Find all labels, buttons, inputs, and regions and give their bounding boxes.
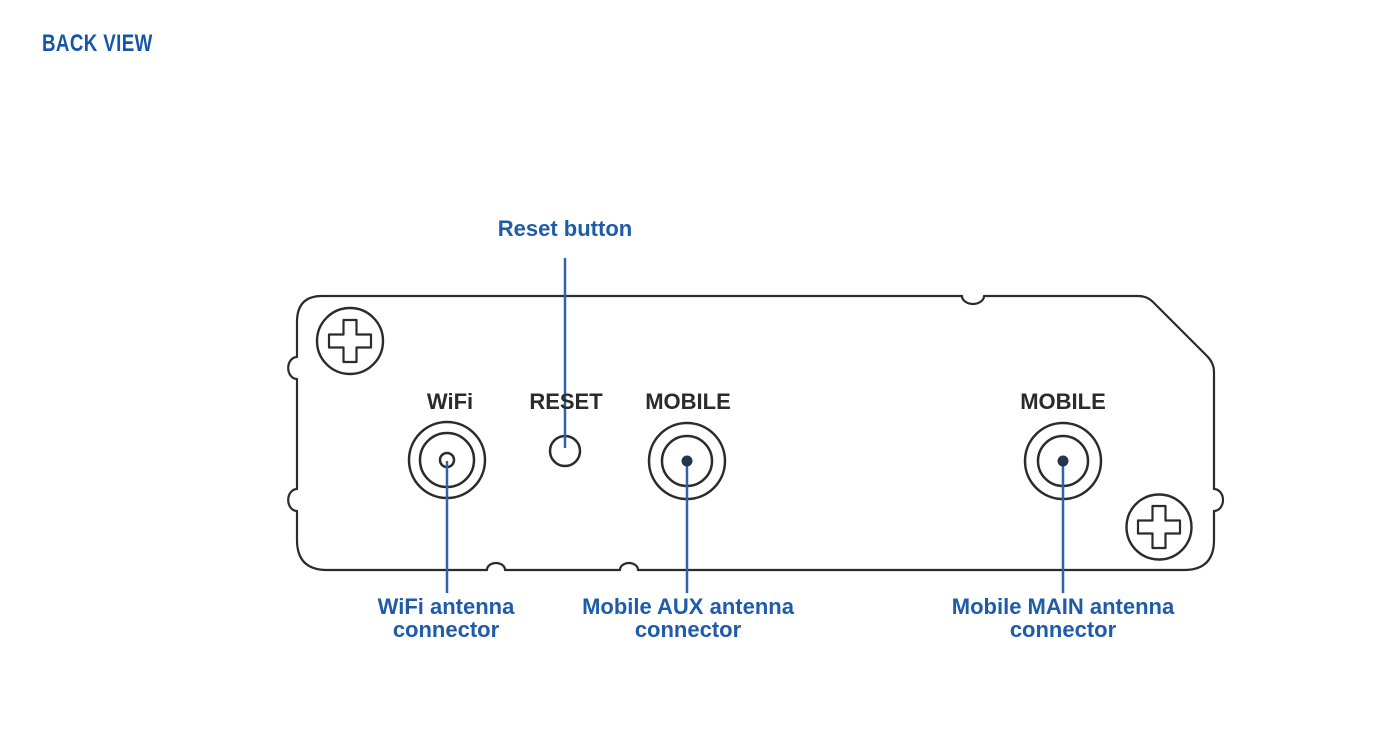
- callout-line: connector: [634, 617, 742, 642]
- page-title: BACK VIEW: [42, 30, 153, 57]
- callout-line: Mobile AUX antenna: [582, 594, 794, 619]
- callout-line: Mobile MAIN antenna: [951, 594, 1175, 619]
- reset-button-callout: Reset button: [497, 216, 633, 241]
- panel-label-mobile-aux: MOBILE: [645, 389, 731, 414]
- mobile-aux-antenna-connector-callout: Mobile AUX antenna connector: [582, 595, 794, 641]
- panel-label-mobile-main: MOBILE: [1020, 389, 1106, 414]
- callout-line: connector: [1009, 617, 1117, 642]
- panel-label-wifi: WiFi: [426, 389, 474, 414]
- callout-line: connector: [392, 617, 500, 642]
- panel-label-reset: RESET: [529, 389, 603, 414]
- wifi-antenna-connector-callout: WiFi antenna connector: [378, 595, 515, 641]
- phillips-screw-icon: [315, 306, 385, 376]
- callout-line: WiFi antenna: [377, 594, 515, 619]
- connector-center-pin: [1057, 455, 1069, 467]
- connector-center-pin: [681, 455, 693, 467]
- panel-outline: [287, 294, 1225, 572]
- mobile-main-antenna-connector-callout: Mobile MAIN antenna connector: [952, 595, 1174, 641]
- phillips-screw-icon: [1125, 493, 1193, 561]
